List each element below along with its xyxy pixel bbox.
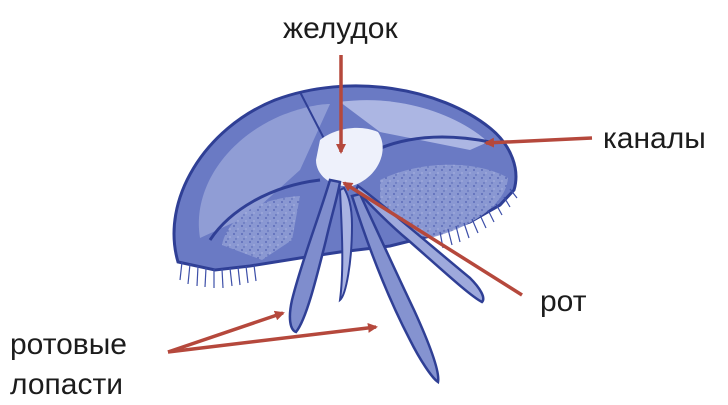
oral-lobe-center (340, 188, 352, 300)
arrow-oral-lobe-right (168, 327, 376, 352)
label-mouth: рот (540, 287, 586, 317)
label-oral-lobes-line1: ротовые (10, 330, 127, 360)
label-canals: каналы (603, 124, 706, 154)
label-stomach: желудок (283, 14, 398, 44)
label-oral-lobes-line2: лопасти (10, 370, 123, 400)
